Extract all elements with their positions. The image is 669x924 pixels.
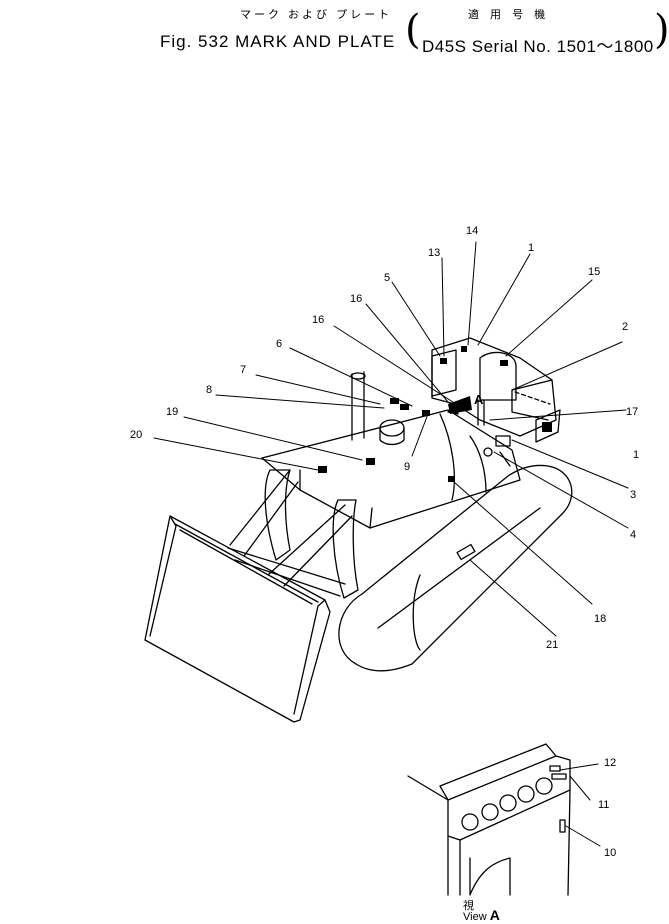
callout-18: 18 [594,613,606,625]
operator-cab [431,337,561,457]
view-arrow-a: A [447,392,484,415]
japanese-serial-label: 適 用 号 機 [468,9,550,21]
lift-arms [227,469,359,599]
bucket [144,515,331,723]
callout-5: 5 [384,272,390,284]
callout-21: 21 [546,639,558,651]
callout-8: 8 [206,384,212,396]
callout-16b: 16 [312,314,324,326]
japanese-title: マーク および プレート [240,9,393,21]
callout-6: 6 [276,338,282,350]
leader-lines [153,241,629,847]
callout-1a: 1 [528,242,534,254]
callout-17: 17 [626,406,638,418]
callout-12: 12 [604,757,616,769]
paren-open: ( [405,7,421,53]
callout-14: 14 [466,225,478,237]
view-a-detail [407,743,571,896]
view-label-text: View [463,911,487,923]
callout-7: 7 [240,364,246,376]
callout-4: 4 [630,529,636,541]
view-label-jp: 視 [463,900,474,912]
callout-20: 20 [130,429,142,441]
view-label: View A [463,907,500,923]
callout-11: 11 [598,799,609,811]
callout-2: 2 [622,321,628,333]
callout-19: 19 [166,406,178,418]
callout-9: 9 [404,461,410,473]
callout-3: 3 [630,489,636,501]
figure-title: Fig. 532 MARK AND PLATE [160,32,396,51]
serial-range: D45S Serial No. 1501～1800 [422,37,654,56]
callout-10: 10 [604,847,616,859]
track [338,464,573,672]
arrow-letter-a: A [474,392,484,407]
callout-13: 13 [428,247,440,259]
paren-close: ) [654,7,669,53]
machine-body [261,409,521,529]
callout-1b: 1 [633,449,639,461]
view-label-letter: A [489,907,500,923]
callout-16a: 16 [350,293,362,305]
callout-15: 15 [588,266,600,278]
